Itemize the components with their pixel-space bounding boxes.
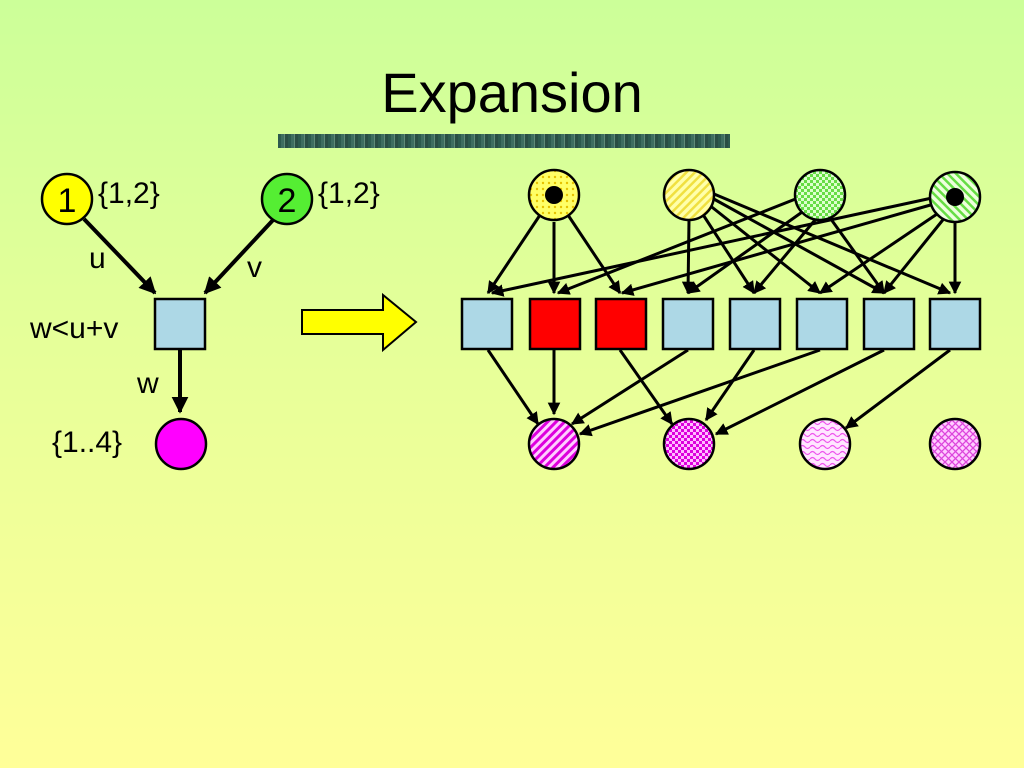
top-node-yellow-hatched bbox=[662, 168, 716, 222]
bottom-node-magenta-crosshatched bbox=[928, 417, 982, 471]
constraint-label: w<u+v bbox=[29, 312, 118, 345]
variable-v-domain: {1,2} bbox=[318, 177, 380, 210]
constraint-box-4 bbox=[661, 297, 715, 351]
constraint-box-2 bbox=[528, 297, 582, 351]
edge-u-label: u bbox=[89, 242, 106, 275]
variable-node-w bbox=[154, 417, 208, 471]
expanded-graph bbox=[460, 168, 982, 471]
variable-w-domain: {1..4} bbox=[52, 426, 122, 459]
selected-marker-dot bbox=[545, 186, 563, 204]
constraint-box-1 bbox=[460, 297, 514, 351]
variable-node-u bbox=[40, 172, 94, 226]
constraint-box-8 bbox=[928, 297, 982, 351]
top-node-green-checkered bbox=[793, 168, 847, 222]
constraint-box-6 bbox=[795, 297, 849, 351]
left-constraint-graph: 1 {1,2} 2 {1,2} u v w<u+v w {1..4} bbox=[29, 172, 380, 471]
edge-v-label: v bbox=[247, 251, 262, 284]
bottom-node-magenta-checkered bbox=[662, 417, 716, 471]
title-underline bbox=[278, 134, 730, 148]
bottom-node-magenta-wavy bbox=[798, 417, 852, 471]
variable-node-v bbox=[260, 172, 314, 226]
edge-u bbox=[82, 217, 157, 295]
variable-node-v-label: 2 bbox=[278, 182, 297, 220]
bottom-node-magenta-hatched bbox=[527, 417, 581, 471]
bottom-edges bbox=[486, 348, 951, 437]
constraint-box bbox=[153, 297, 207, 351]
edge-w-label: w bbox=[136, 367, 159, 400]
top-edges bbox=[486, 192, 962, 297]
constraint-box-5 bbox=[728, 297, 782, 351]
variable-node-u-label: 1 bbox=[58, 182, 77, 220]
edge-v bbox=[203, 217, 276, 295]
variable-u-domain: {1,2} bbox=[98, 177, 160, 210]
slide-title: Expansion bbox=[381, 61, 643, 124]
selected-marker-dot bbox=[946, 188, 964, 206]
expansion-arrow bbox=[301, 292, 418, 353]
constraint-box-7 bbox=[862, 297, 916, 351]
constraint-box-3 bbox=[594, 297, 648, 351]
